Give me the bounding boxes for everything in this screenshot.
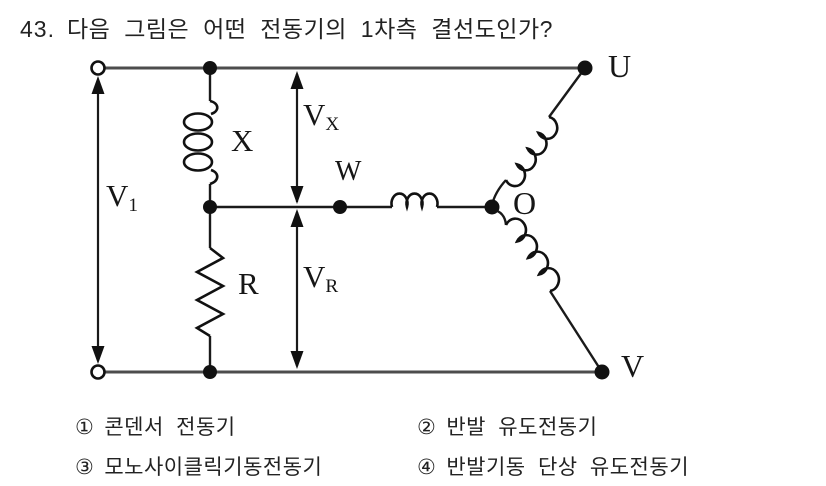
option-4-label: 반발기동 단상 유도전동기 (446, 456, 690, 479)
label-terminal-v: V (621, 348, 645, 384)
label-w: W (335, 156, 362, 187)
junction-dots (203, 60, 610, 380)
vr-dimension-arrow (290, 209, 304, 369)
reactor-x-coil (182, 99, 219, 186)
option-3-marker: ③ (75, 456, 95, 479)
v1-dimension-arrow (91, 76, 105, 364)
series-coil-w (390, 192, 439, 212)
label-star-point-o: O (513, 185, 537, 221)
answer-option-4: ④ 반발기동 단상 유도전동기 (417, 451, 689, 481)
question-text: 다음 그림은 어떤 전동기의 1차측 결선도인가? (66, 16, 553, 42)
label-vx: VX (303, 97, 340, 135)
resistor-r-zigzag (194, 246, 226, 338)
question-number: 43. (20, 16, 55, 42)
label-reactor-x: X (231, 123, 254, 158)
input-terminals (90, 60, 106, 380)
branch-wires (208, 67, 604, 373)
option-2-label: 반발 유도전동기 (446, 416, 598, 439)
node-w (333, 200, 347, 214)
vx-dimension-arrow (290, 71, 304, 204)
terminal-bottom-left (90, 364, 106, 380)
option-1-label: 콘덴서 전동기 (104, 416, 236, 439)
option-1-marker: ① (75, 416, 95, 439)
node-o (484, 199, 500, 215)
node-v (594, 364, 610, 380)
label-terminal-u: U (608, 48, 632, 84)
winding-coil-v (504, 217, 561, 293)
question-line: 43. 다음 그림은 어떤 전동기의 1차측 결선도인가? (20, 10, 553, 44)
bus-wires (105, 66, 602, 374)
terminal-top-left (90, 60, 106, 76)
winding-coil-u (504, 115, 559, 188)
answer-option-2: ② 반발 유도전동기 (417, 411, 597, 441)
node-u (577, 60, 593, 76)
option-2-marker: ② (417, 416, 437, 439)
answer-option-1: ① 콘덴서 전동기 (75, 411, 236, 441)
label-vr: VR (303, 259, 339, 297)
option-3-label: 모노사이클릭기동전동기 (104, 456, 323, 479)
label-v1: V1 (106, 178, 138, 216)
answer-option-3: ③ 모노사이클릭기동전동기 (75, 451, 322, 481)
label-resistor-r: R (238, 266, 259, 301)
option-4-marker: ④ (417, 456, 437, 479)
